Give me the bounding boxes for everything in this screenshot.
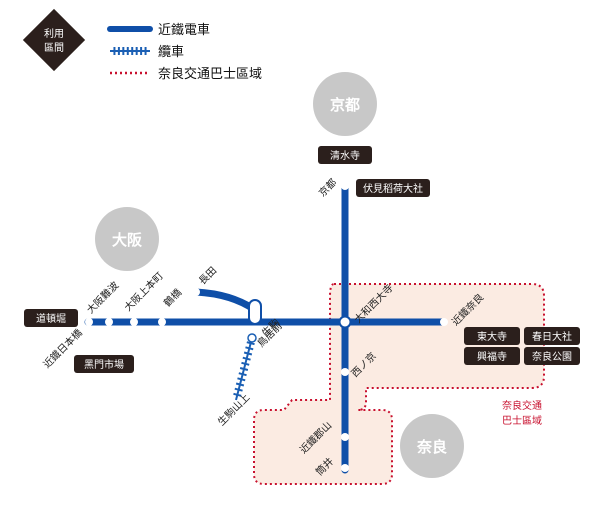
tag-nara-park[interactable]: 奈良公園	[524, 347, 580, 365]
station-ikoma[interactable]	[248, 299, 262, 325]
station-label-tsuruhashi: 鶴橋	[161, 286, 184, 309]
station-label-osaka-uehommachi: 大阪上本町	[121, 269, 166, 314]
station-tsutsui[interactable]	[341, 464, 349, 472]
cable-line-ikoma	[233, 337, 255, 401]
station-label-ikoma-sanjo: 生駒山上	[215, 391, 252, 428]
svg-text:道頓堀: 道頓堀	[36, 312, 66, 325]
station-label-nagata: 長田	[197, 265, 220, 288]
svg-text:清水寺: 清水寺	[330, 149, 360, 162]
station-tsuruhashi[interactable]	[158, 318, 166, 326]
tag-kiyomizu[interactable]: 清水寺	[318, 146, 372, 164]
tag-kofukuji[interactable]: 興福寺	[464, 347, 520, 365]
legend-swatch-cable	[110, 47, 150, 55]
city-circle-kyoto	[313, 72, 377, 136]
legend: 近鐵電車 纜車 奈良交通巴士區域	[107, 22, 262, 82]
station-label-kyoto: 京都	[316, 176, 339, 199]
station-kintetsu-nippombashi[interactable]	[105, 318, 113, 326]
tag-dotonbori[interactable]: 道頓堀	[24, 309, 78, 327]
kintetsu-line-keihanna	[192, 288, 259, 314]
svg-text:東大寺: 東大寺	[477, 330, 507, 343]
station-osaka-uehommachi[interactable]	[130, 318, 138, 326]
svg-text:伏見稻荷大社: 伏見稻荷大社	[363, 182, 423, 195]
bus-area-label-line1: 奈良交通	[502, 399, 542, 412]
station-toriimae[interactable]	[247, 333, 257, 343]
tag-kasuga[interactable]: 春日大社	[524, 327, 580, 345]
station-label-osaka-namba: 大阪難波	[84, 279, 121, 316]
city-label-osaka: 大阪	[112, 231, 143, 249]
tag-kuromon[interactable]: 黑門市場	[74, 355, 134, 373]
city-circle-osaka	[95, 207, 159, 271]
station-osaka-namba[interactable]	[85, 318, 93, 326]
city-circle-nara	[400, 414, 464, 478]
usage-range-badge: 利用 區間	[22, 8, 86, 72]
svg-text:春日大社: 春日大社	[532, 330, 572, 343]
city-label-nara: 奈良	[416, 438, 447, 456]
badge-line1: 利用	[44, 28, 64, 40]
svg-text:黑門市場: 黑門市場	[84, 358, 124, 371]
city-label-kyoto: 京都	[330, 96, 360, 114]
station-kintetsu-koriyama[interactable]	[341, 433, 349, 441]
station-kintetsu-nara[interactable]	[440, 318, 448, 326]
bus-area-label-line2: 巴士區域	[502, 414, 542, 427]
station-kyoto[interactable]	[341, 182, 349, 190]
tag-todaiji[interactable]: 東大寺	[464, 327, 520, 345]
badge-line2: 區間	[44, 42, 64, 54]
svg-text:奈良公園: 奈良公園	[532, 350, 572, 363]
station-nishinokyo[interactable]	[341, 368, 349, 376]
legend-label-cable: 纜車	[158, 44, 184, 60]
tag-fushimi-inari[interactable]: 伏見稻荷大社	[356, 179, 430, 197]
svg-text:興福寺: 興福寺	[477, 350, 507, 363]
bus-area-region	[253, 283, 545, 485]
station-yamato-saidaiji[interactable]	[338, 315, 352, 329]
legend-label-bus-area: 奈良交通巴士區域	[158, 66, 262, 82]
legend-label-kintetsu: 近鐵電車	[158, 22, 210, 38]
station-nagata[interactable]	[192, 288, 200, 296]
